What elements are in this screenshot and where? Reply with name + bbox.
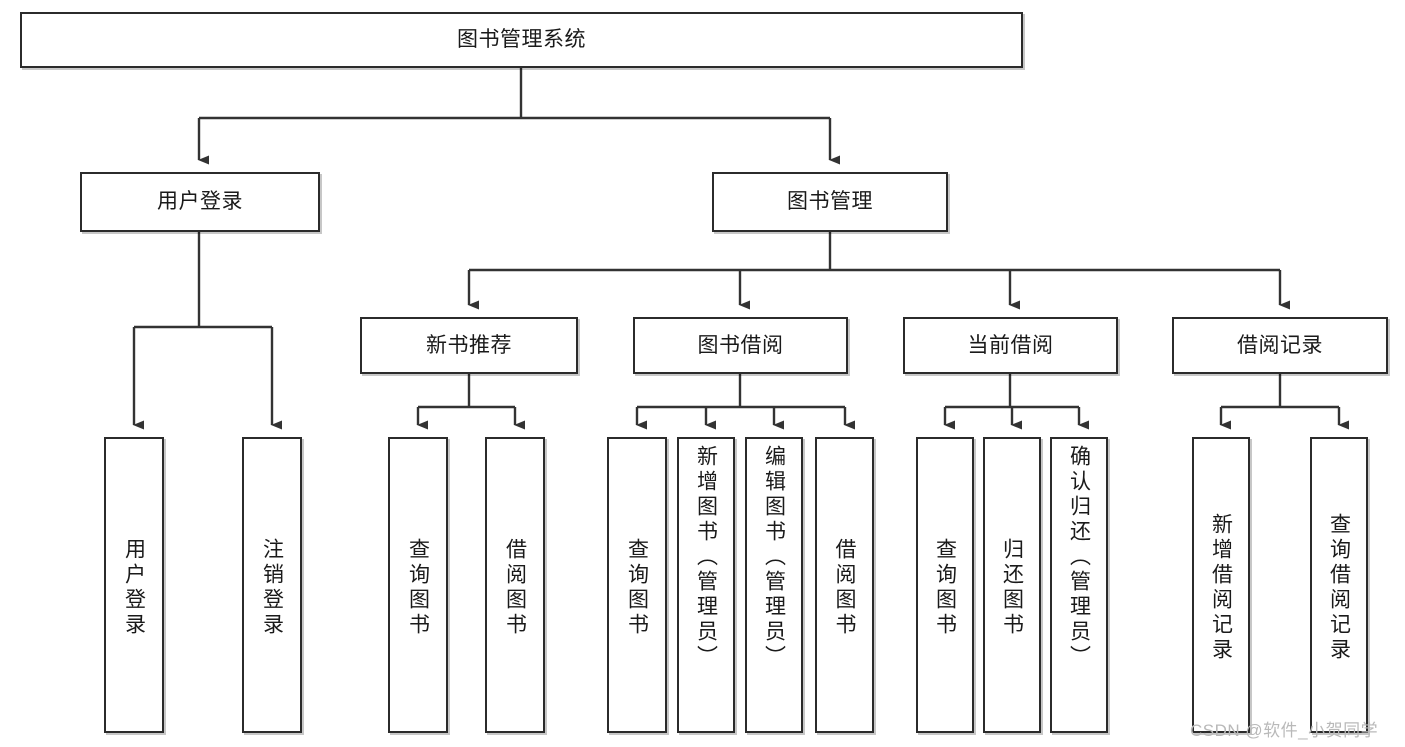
node-new-book-recommend[interactable]: 新书推荐 [360,317,578,374]
node-leaf-confirm-return-label: 确认归还（管理员） [1067,445,1091,670]
csdn-watermark: CSDN @软件_小贺同学 [1190,721,1379,740]
node-leaf-user-login[interactable]: 用户登录 [104,437,164,733]
node-current-borrow[interactable]: 当前借阅 [903,317,1118,374]
node-leaf-query-book-2-label: 查询图书 [625,538,649,638]
node-leaf-add-book-label: 新增图书（管理员） [694,445,718,670]
node-book-management[interactable]: 图书管理 [712,172,948,232]
node-leaf-query-book-2[interactable]: 查询图书 [607,437,667,733]
node-borrow-records-label: 借阅记录 [1237,333,1323,357]
node-user-login[interactable]: 用户登录 [80,172,320,232]
node-leaf-confirm-return[interactable]: 确认归还（管理员） [1050,437,1108,733]
node-leaf-query-record-label: 查询借阅记录 [1327,513,1351,663]
node-root[interactable]: 图书管理系统 [20,12,1023,68]
node-leaf-logout-label: 注销登录 [260,538,284,638]
node-leaf-borrow-book-1[interactable]: 借阅图书 [485,437,545,733]
node-leaf-edit-book[interactable]: 编辑图书（管理员） [745,437,803,733]
node-leaf-add-record-label: 新增借阅记录 [1209,513,1233,663]
node-leaf-add-book[interactable]: 新增图书（管理员） [677,437,735,733]
node-leaf-add-record[interactable]: 新增借阅记录 [1192,437,1250,733]
node-leaf-query-book-1-label: 查询图书 [406,538,430,638]
node-leaf-user-login-label: 用户登录 [122,538,146,638]
node-book-borrow-label: 图书借阅 [697,333,784,357]
node-root-label: 图书管理系统 [457,28,586,52]
node-leaf-borrow-book-2-label: 借阅图书 [833,538,856,638]
node-user-login-label: 用户登录 [157,190,243,214]
node-leaf-return-book[interactable]: 归还图书 [983,437,1041,733]
node-leaf-borrow-book-2[interactable]: 借阅图书 [815,437,874,733]
node-book-borrow[interactable]: 图书借阅 [633,317,848,374]
node-leaf-logout[interactable]: 注销登录 [242,437,302,733]
node-borrow-records[interactable]: 借阅记录 [1172,317,1388,374]
node-leaf-borrow-book-1-label: 借阅图书 [503,538,527,638]
node-book-management-label: 图书管理 [787,190,873,214]
node-leaf-edit-book-label: 编辑图书（管理员） [762,445,786,670]
node-leaf-query-book-1[interactable]: 查询图书 [388,437,448,733]
node-new-book-recommend-label: 新书推荐 [426,333,512,357]
node-leaf-query-record[interactable]: 查询借阅记录 [1310,437,1368,733]
node-leaf-return-book-label: 归还图书 [1000,538,1024,638]
node-leaf-query-book-3-label: 查询图书 [933,538,957,638]
node-leaf-query-book-3[interactable]: 查询图书 [916,437,974,733]
node-current-borrow-label: 当前借阅 [967,333,1054,357]
